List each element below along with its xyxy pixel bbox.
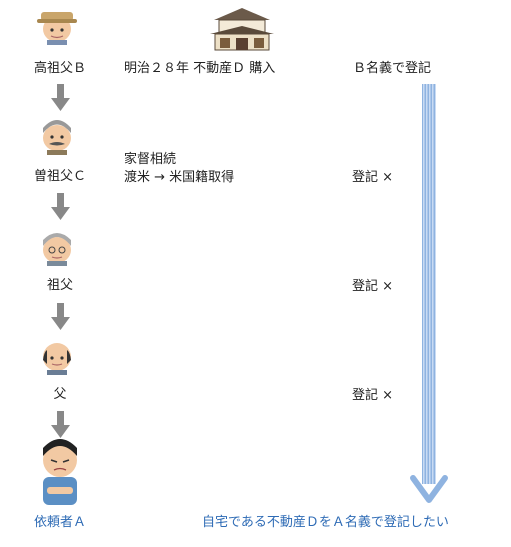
client-request: 自宅である不動産ＤをＡ名義で登記したい	[202, 515, 449, 530]
event-inheritance: 家督相続	[124, 152, 177, 167]
long-blue-arrow-icon	[410, 84, 448, 503]
down-arrow-icon	[51, 84, 70, 438]
worried-client-icon	[43, 439, 77, 505]
grandpa-hat-icon	[37, 12, 77, 45]
grandpa-glasses-icon	[43, 233, 71, 266]
mustache-elder-icon	[43, 120, 71, 155]
registration-b: Ｂ名義で登記	[353, 61, 432, 76]
registration-status-c: 登記 ×	[352, 170, 394, 185]
registration-status-grandfather: 登記 ×	[352, 279, 394, 294]
person-label-great-great-grandfather: 高祖父Ｂ	[33, 61, 86, 76]
person-label-great-grandfather: 曽祖父Ｃ	[33, 169, 86, 184]
registration-status-father: 登記 ×	[352, 388, 394, 403]
bald-father-icon	[43, 343, 71, 375]
house-icon	[210, 8, 274, 51]
person-label-grandfather: 祖父	[46, 278, 73, 293]
event-purchase: 明治２８年 不動産Ｄ 購入	[124, 61, 276, 76]
event-emigration: 渡米 → 米国籍取得	[124, 170, 235, 185]
person-label-client: 依頼者Ａ	[33, 515, 86, 530]
person-label-father: 父	[53, 387, 67, 402]
